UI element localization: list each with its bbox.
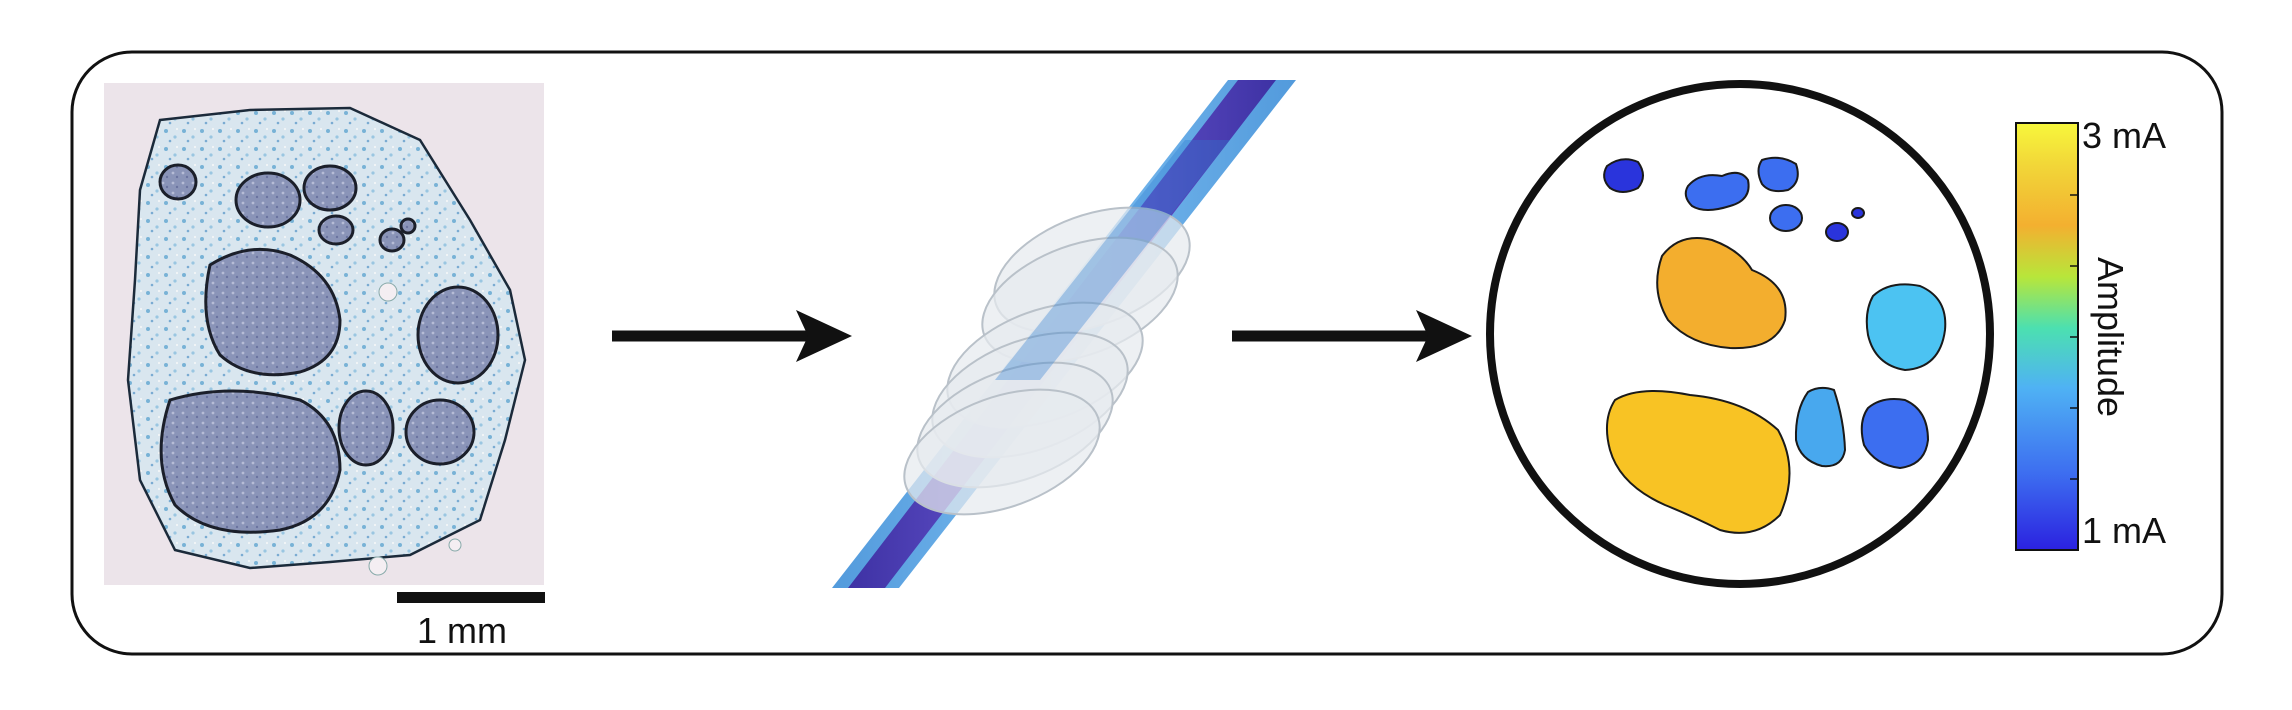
histology-fascicle — [406, 400, 474, 464]
histology-fascicle — [380, 229, 404, 251]
histology-panel: 1 mm — [104, 83, 545, 651]
histology-fascicle — [418, 287, 498, 383]
nerve-cuff-model — [832, 80, 1296, 588]
map-fascicle — [1826, 223, 1848, 241]
map-fascicle — [1867, 284, 1946, 370]
scale-bar — [397, 592, 545, 603]
scale-bar-label: 1 mm — [417, 610, 507, 651]
colorbar: 3 mA 1 mA Amplitude — [2016, 115, 2166, 551]
histology-fascicle — [401, 219, 415, 233]
activation-map: 3 mA 1 mA Amplitude — [1490, 84, 2166, 584]
colorbar-min-label: 1 mA — [2082, 510, 2166, 551]
histology-fascicle — [319, 216, 353, 244]
histology-fascicle — [304, 166, 356, 210]
vessel — [449, 539, 461, 551]
colorbar-gradient — [2016, 123, 2078, 550]
map-fascicle — [1852, 208, 1864, 218]
map-fascicle — [1759, 158, 1798, 191]
map-fascicle — [1796, 388, 1845, 466]
vessel — [379, 283, 397, 301]
map-fascicle — [1770, 205, 1802, 231]
histology-fascicle — [339, 391, 393, 465]
map-fascicle — [1604, 159, 1643, 192]
histology-fascicle — [160, 165, 196, 199]
arrow-histology-to-model — [612, 310, 852, 362]
vessel — [369, 557, 387, 575]
colorbar-title: Amplitude — [2090, 257, 2131, 417]
histology-fascicle — [161, 391, 340, 532]
colorbar-max-label: 3 mA — [2082, 115, 2166, 156]
histology-fascicle — [236, 173, 300, 227]
arrow-model-to-map — [1232, 310, 1472, 362]
